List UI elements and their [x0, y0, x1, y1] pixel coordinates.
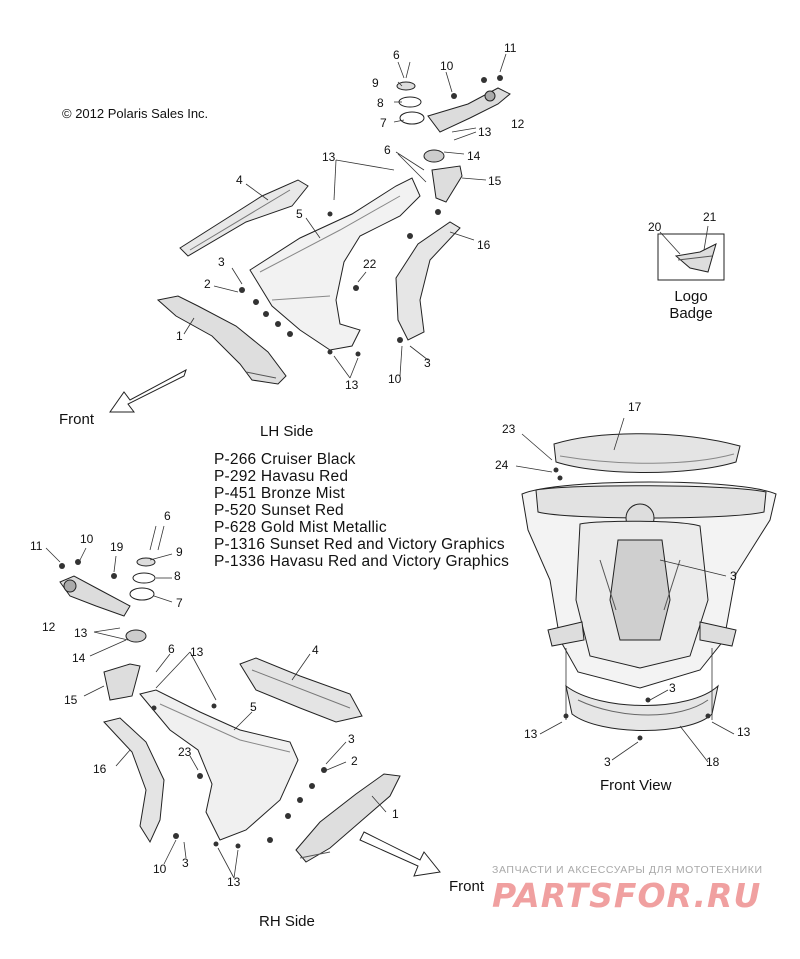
- callout-lh-11: 11: [504, 41, 517, 55]
- callout-lh-10b: 10: [388, 372, 402, 386]
- callout-lh-16: 16: [477, 238, 491, 252]
- paint-code-item: P-266 Cruiser Black: [214, 451, 356, 468]
- paint-code-item: P-1316 Sunset Red and Victory Graphics: [214, 536, 505, 553]
- callout-rh-13a: 13: [74, 626, 88, 640]
- callout-rh-7: 7: [176, 596, 183, 610]
- front-fender-18: [565, 684, 719, 731]
- callout-rh-13c: 13: [227, 875, 241, 889]
- lh-side-panel-5: [249, 177, 421, 351]
- rh-panel-4: [239, 657, 363, 723]
- callout-rh-19: 19: [110, 540, 124, 554]
- callout-front-3a: 3: [730, 569, 737, 583]
- callout-lh-3b: 3: [424, 356, 431, 370]
- rh-part-15: [103, 663, 141, 701]
- callout-rh-14: 14: [72, 651, 86, 665]
- lh-part-15: [431, 165, 463, 203]
- callout-rh-6a: 6: [164, 509, 171, 523]
- lh-trim-16: [395, 221, 461, 341]
- callout-front-3c: 3: [604, 755, 611, 769]
- lh-bracket-12: [427, 87, 511, 133]
- callout-lh-2: 2: [204, 277, 211, 291]
- callout-rh-3a: 3: [348, 732, 355, 746]
- paint-code-item: P-520 Sunset Red: [214, 502, 344, 519]
- callout-rh-23: 23: [178, 745, 192, 759]
- callout-lh-3a: 3: [218, 255, 225, 269]
- callout-lh-4: 4: [236, 173, 243, 187]
- callout-lh-22: 22: [363, 257, 377, 271]
- callout-front-17: 17: [628, 400, 642, 414]
- paint-code-item: P-1336 Havasu Red and Victory Graphics: [214, 553, 510, 570]
- watermark-brand: PARTSFOR.RU: [492, 876, 762, 915]
- callout-rh-11: 11: [30, 539, 43, 553]
- rh-part-14: [125, 629, 147, 643]
- callout-rh-12: 12: [42, 620, 56, 634]
- callout-rh-3b: 3: [182, 856, 189, 870]
- callout-rh-2: 2: [351, 754, 358, 768]
- callout-rh-5: 5: [250, 700, 257, 714]
- callout-lh-6a: 6: [393, 48, 400, 62]
- lh-part-14: [423, 149, 445, 163]
- lh-piece-1: [156, 295, 287, 385]
- callout-logo-21: 21: [703, 210, 717, 224]
- front-arrow-bottom: [359, 831, 441, 877]
- lh-side-title: LH Side: [260, 423, 314, 440]
- front-label-bottom: Front: [449, 878, 485, 895]
- logo-badge-line1: Logo: [674, 288, 708, 305]
- callout-front-13b: 13: [737, 725, 751, 739]
- callout-lh-10a: 10: [440, 59, 454, 73]
- callout-rh-16: 16: [93, 762, 107, 776]
- callout-lh-8: 8: [377, 96, 384, 110]
- rh-piece-1: [295, 773, 401, 863]
- callout-lh-13b: 13: [322, 150, 336, 164]
- rh-trim-16: [103, 717, 165, 844]
- paint-code-item: P-292 Havasu Red: [214, 468, 349, 485]
- callout-rh-10b: 10: [153, 862, 167, 876]
- callout-rh-8: 8: [174, 569, 181, 583]
- callout-logo-20: 20: [648, 220, 662, 234]
- callout-lh-12: 12: [511, 117, 525, 131]
- callout-front-24: 24: [495, 458, 509, 472]
- callout-lh-1: 1: [176, 329, 183, 343]
- callout-front-23: 23: [502, 422, 516, 436]
- front-label-top: Front: [59, 411, 95, 428]
- callout-lh-7: 7: [380, 116, 387, 130]
- callout-rh-6b: 6: [168, 642, 175, 656]
- callout-lh-9: 9: [372, 76, 379, 90]
- front-pad-17: [553, 433, 741, 473]
- paint-code-list: P-266 Cruiser Black P-292 Havasu Red P-4…: [214, 451, 509, 570]
- callout-rh-1: 1: [392, 807, 399, 821]
- rh-side-title: RH Side: [259, 913, 315, 930]
- callout-lh-13a: 13: [478, 125, 492, 139]
- callout-front-3b: 3: [669, 681, 676, 695]
- callout-rh-10a: 10: [80, 532, 94, 546]
- logo-badge-line2: Badge: [669, 305, 713, 322]
- copyright-text: © 2012 Polaris Sales Inc.: [62, 106, 209, 121]
- callout-rh-9: 9: [176, 545, 183, 559]
- front-view-title: Front View: [600, 777, 672, 794]
- callout-lh-5: 5: [296, 207, 303, 221]
- rh-side-panel-5: [139, 689, 299, 841]
- callout-rh-15: 15: [64, 693, 78, 707]
- callout-front-13a: 13: [524, 727, 538, 741]
- front-arrow-top: [109, 368, 187, 413]
- rh-bracket-12: [59, 575, 131, 617]
- callout-rh-4: 4: [312, 643, 319, 657]
- callout-rh-13b: 13: [190, 645, 204, 659]
- callout-lh-15: 15: [488, 174, 502, 188]
- watermark-caption: ЗАПЧАСТИ И АКСЕССУАРЫ ДЛЯ МОТОТЕХНИКИ: [492, 864, 763, 876]
- callout-front-18: 18: [706, 755, 720, 769]
- callout-lh-6b: 6: [384, 143, 391, 157]
- logo-badge-caption: Logo Badge: [660, 288, 722, 322]
- paint-code-item: P-451 Bronze Mist: [214, 485, 345, 502]
- callout-lh-14: 14: [467, 149, 481, 163]
- paint-code-item: P-628 Gold Mist Metallic: [214, 519, 387, 536]
- callout-lh-13c: 13: [345, 378, 359, 392]
